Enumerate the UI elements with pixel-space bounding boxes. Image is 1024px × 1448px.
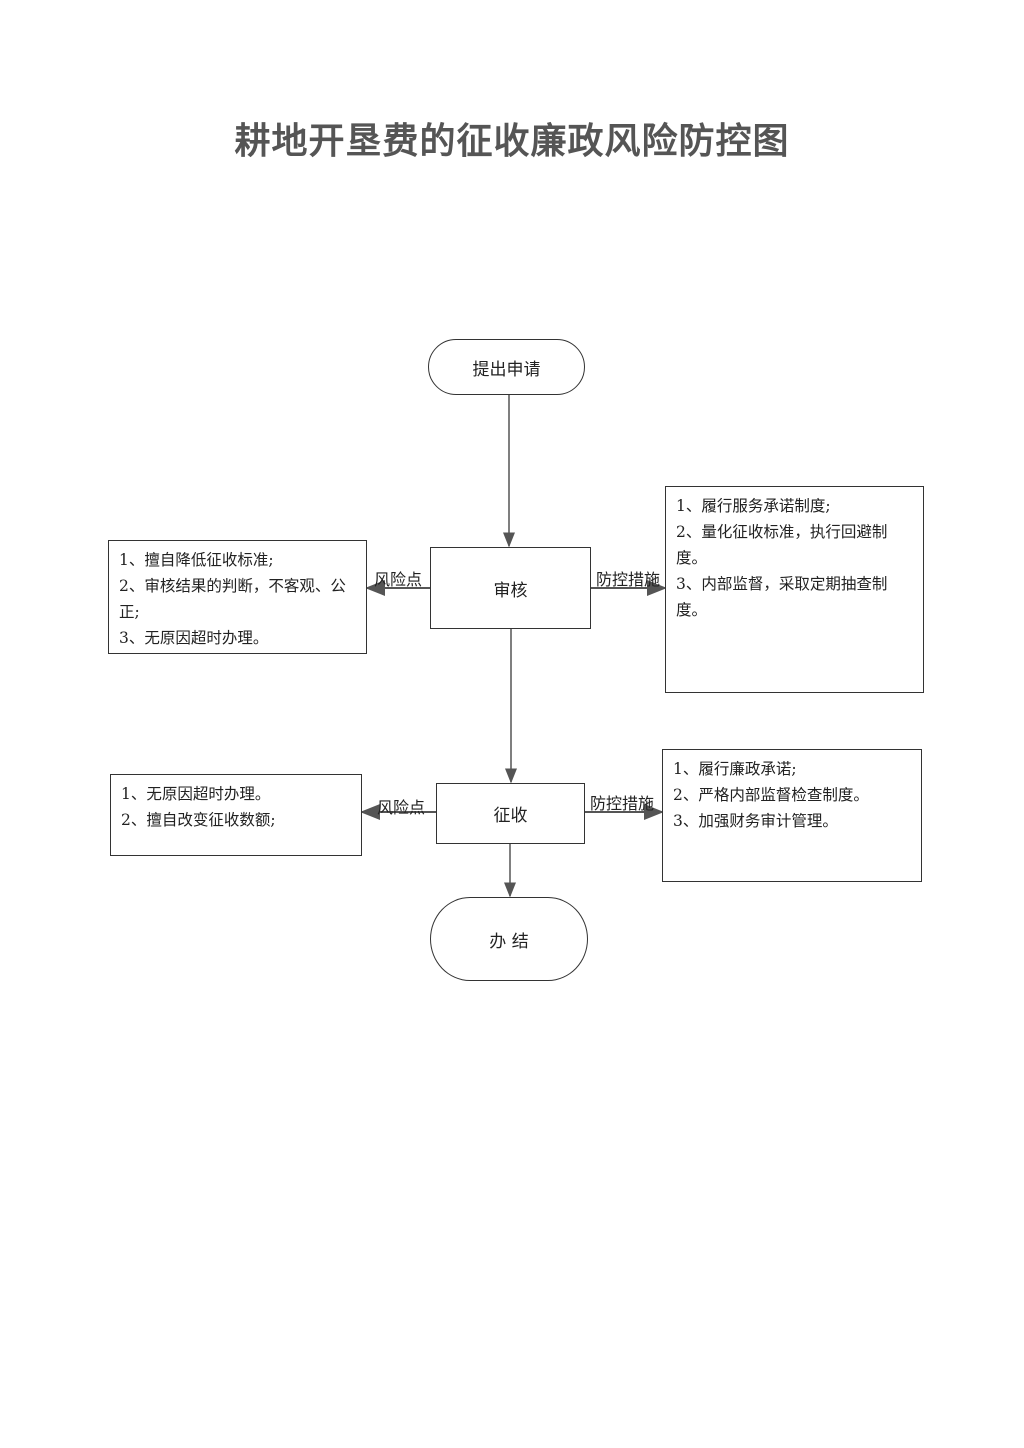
collect-node: 征收	[436, 783, 585, 844]
collect-control-box: 1、履行廉政承诺; 2、严格内部监督检查制度。 3、加强财务审计管理。	[662, 749, 922, 882]
diagram-title: 耕地开垦费的征收廉政风险防控图	[234, 120, 790, 162]
control-item: 1、履行服务承诺制度;	[676, 497, 831, 515]
risk-item: 1、擅自降低征收标准;	[119, 551, 274, 569]
review-risk-label: 风险点	[374, 570, 423, 589]
risk-item: 3、无原因超时办理。	[119, 629, 269, 647]
control-item: 2、量化征收标准，执行回避制度。	[676, 523, 888, 567]
review-label: 审核	[493, 580, 528, 601]
review-control-label: 防控措施	[596, 570, 661, 589]
risk-item: 1、无原因超时办理。	[121, 785, 271, 803]
collect-control-label: 防控措施	[590, 794, 655, 813]
control-item: 3、加强财务审计管理。	[673, 812, 838, 830]
collect-risk-label: 风险点	[377, 798, 426, 817]
review-control-box: 1、履行服务承诺制度; 2、量化征收标准，执行回避制度。 3、内部监督，采取定期…	[665, 486, 924, 693]
control-item: 3、内部监督，采取定期抽查制度。	[676, 575, 888, 619]
risk-item: 2、擅自改变征收数额;	[121, 811, 276, 829]
risk-item: 2、审核结果的判断，不客观、公正;	[119, 577, 346, 621]
collect-risk-box: 1、无原因超时办理。 2、擅自改变征收数额;	[110, 774, 362, 856]
review-node: 审核	[430, 547, 591, 629]
end-label: 办 结	[489, 931, 529, 952]
control-item: 1、履行廉政承诺;	[673, 760, 797, 778]
start-node: 提出申请	[428, 339, 585, 395]
start-label: 提出申请	[472, 359, 541, 380]
end-node: 办 结	[430, 897, 588, 981]
collect-label: 征收	[493, 806, 528, 826]
review-risk-box: 1、擅自降低征收标准; 2、审核结果的判断，不客观、公正; 3、无原因超时办理。	[108, 540, 367, 654]
control-item: 2、严格内部监督检查制度。	[673, 786, 869, 804]
